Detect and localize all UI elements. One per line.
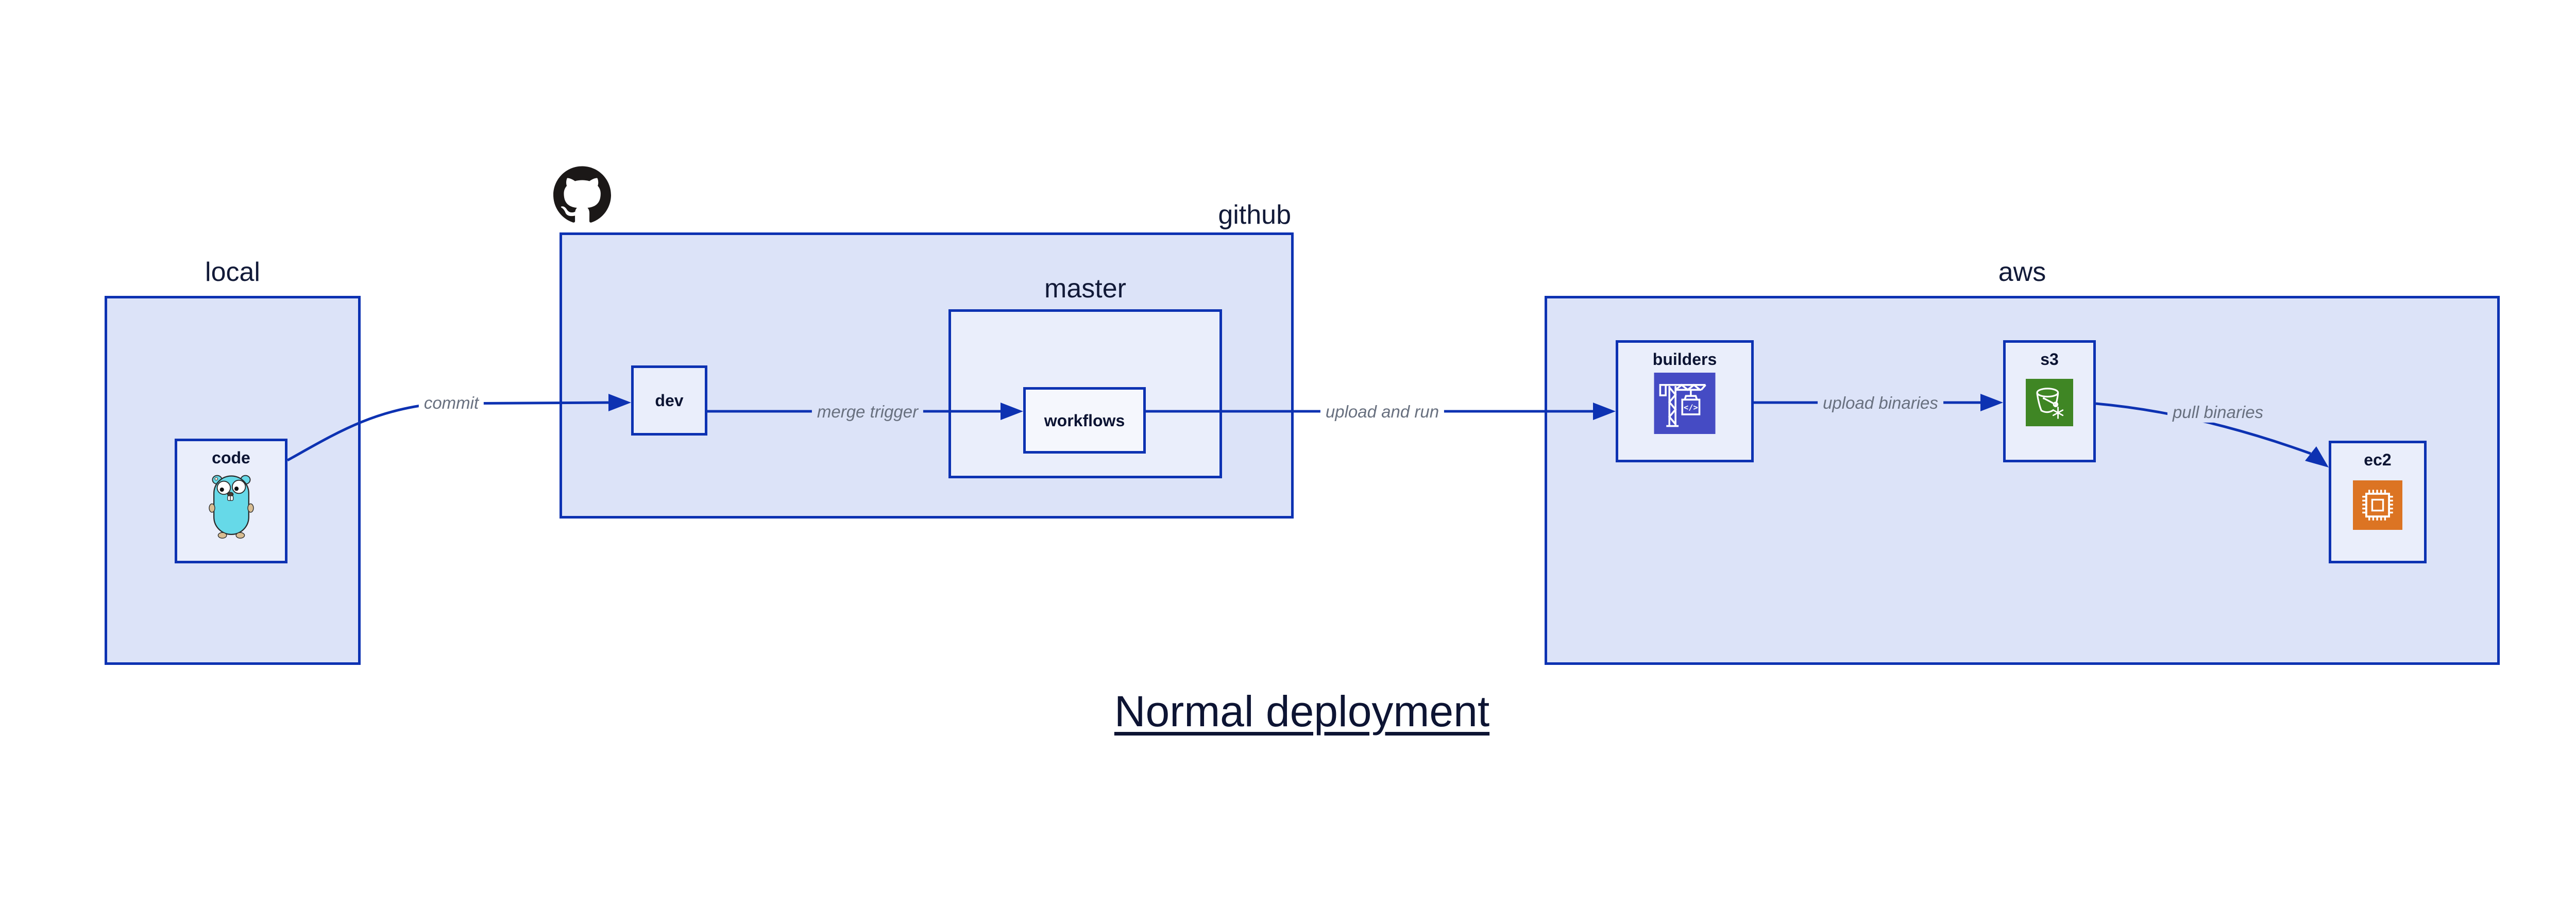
aws-ec2-icon (2353, 480, 2402, 530)
github-label: github (1218, 200, 1291, 230)
builders-label: builders (1652, 350, 1717, 369)
aws-s3-glacier-icon (2026, 379, 2073, 426)
node-ec2: ec2 (2329, 441, 2427, 563)
diagram-title: Normal deployment (1114, 687, 1490, 736)
master-label: master (1044, 274, 1126, 304)
node-s3: s3 (2003, 340, 2096, 462)
node-code: code (175, 439, 287, 563)
node-builders: builders </> (1616, 340, 1754, 462)
go-gopher-icon (208, 475, 254, 539)
ec2-label: ec2 (2364, 450, 2392, 469)
edge-label-upload-binaries: upload binaries (1818, 392, 1943, 414)
workflows-label: workflows (1044, 411, 1125, 430)
dev-label: dev (655, 391, 684, 410)
edge-label-merge-trigger: merge trigger (811, 401, 924, 423)
s3-label: s3 (2040, 350, 2059, 369)
edge-label-commit: commit (418, 392, 484, 414)
aws-label: aws (1998, 257, 2046, 287)
aws-codebuild-icon: </> (1654, 373, 1716, 434)
local-label: local (205, 257, 260, 287)
code-label: code (212, 448, 250, 467)
node-dev: dev (631, 365, 707, 436)
codebuild-glyph: </> (1684, 403, 1698, 412)
edge-label-pull-binaries: pull binaries (2167, 402, 2269, 423)
edge-label-upload-and-run: upload and run (1320, 401, 1445, 423)
node-workflows: workflows (1023, 387, 1146, 454)
github-octocat-icon (553, 166, 611, 223)
